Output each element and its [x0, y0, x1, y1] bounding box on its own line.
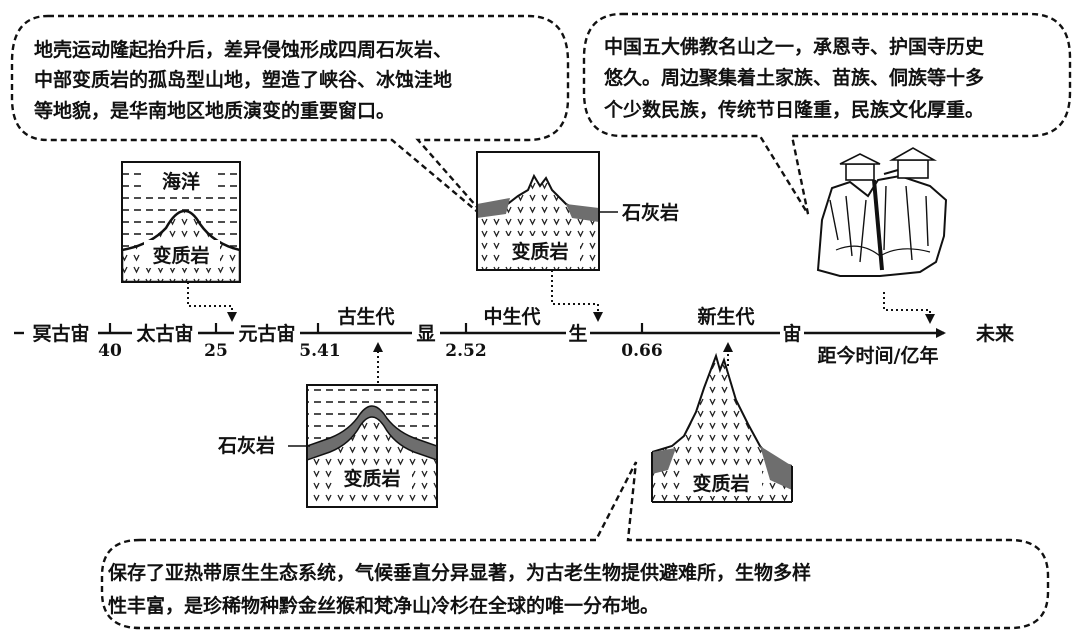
- callout-bottom-line-2: 性丰富，是珍稀物种黔金丝猴和梵净山冷杉在全球的唯一分布地。: [108, 594, 659, 617]
- arrow-temple-to-axis: [883, 292, 935, 324]
- connector-arrows: [187, 270, 935, 383]
- callout-top-right-line-3: 个少数民族，传统节日隆重，民族文化厚重。: [603, 98, 984, 121]
- arrow-panel-2-to-axis: [551, 270, 603, 322]
- future-label: 未来: [975, 322, 1014, 345]
- eon-phanerozoic-char-2: 生: [568, 322, 587, 345]
- callout-top-left-line-2: 中部变质岩的孤岛型山地，塑造了峡谷、冰蚀洼地: [34, 68, 452, 91]
- tick-25: 25: [204, 341, 228, 361]
- panel-2-metamorphic-label: 变质岩: [511, 240, 568, 263]
- axis-label: 距今时间/亿年: [818, 344, 939, 367]
- panel-limestone-uplift: 变质岩 石灰岩: [476, 151, 679, 271]
- callout-top-right-line-2: 悠久。周边聚集着土家族、苗族、侗族等十多: [603, 66, 984, 89]
- eon-hadean: 冥古宙: [32, 322, 89, 345]
- panel-2-limestone-label: 石灰岩: [621, 201, 679, 224]
- eon-phanerozoic-char-3: 宙: [782, 322, 801, 345]
- era-mesozoic: 中生代: [483, 305, 540, 328]
- panel-4-metamorphic-label: 变质岩: [692, 472, 749, 495]
- panel-1-metamorphic-label: 变质岩: [152, 244, 209, 267]
- panel-paleozoic: 石灰岩 变质岩: [217, 384, 438, 508]
- era-paleozoic: 古生代: [337, 305, 394, 328]
- eon-archean: 太古宙: [136, 322, 193, 345]
- callout-top-left: 地壳运动隆起抬升后，差异侵蚀形成四周石灰岩、 中部变质岩的孤岛型山地，塑造了峡谷…: [10, 14, 570, 225]
- callout-bottom-line-1: 保存了亚热带原生生态系统，气候垂直分异显著，为古老生物提供避难所，生物多样: [107, 561, 811, 584]
- tick-5-41: 5.41: [299, 341, 340, 361]
- panel-3-limestone-label: 石灰岩: [217, 434, 275, 457]
- tick-40: 40: [98, 341, 122, 361]
- timeline-axis: 冥古宙 太古宙 元古宙 显 生 宙 古生代 中生代 新生代 40 25 5.41…: [14, 305, 1014, 367]
- panel-ocean-metamorphic: 海洋 变质岩: [121, 161, 241, 283]
- era-cenozoic: 新生代: [697, 305, 754, 328]
- callout-top-left-line-1: 地壳运动隆起抬升后，差异侵蚀形成四周石灰岩、: [34, 38, 452, 61]
- temple-mountain-illustration: [816, 147, 948, 277]
- eon-phanerozoic-char-1: 显: [416, 323, 435, 345]
- callout-top-left-bubble: [10, 14, 570, 225]
- panel-ocean-label: 海洋: [162, 170, 200, 193]
- tick-2-52: 2.52: [445, 341, 486, 361]
- panel-3-metamorphic-label: 变质岩: [343, 467, 400, 490]
- callout-top-right-bubble: [582, 12, 1072, 215]
- callout-top-right-line-1: 中国五大佛教名山之一，承恩寺、护国寺历史: [604, 35, 985, 58]
- callout-bottom: 保存了亚热带原生生态系统，气候垂直分异显著，为古老生物提供避难所，生物多样 性丰…: [100, 461, 1050, 630]
- callout-top-right: 中国五大佛教名山之一，承恩寺、护国寺历史 悠久。周边聚集着土家族、苗族、侗族等十…: [582, 12, 1072, 215]
- eon-proterozoic: 元古宙: [238, 322, 295, 345]
- arrow-panel-1-to-axis: [187, 282, 237, 322]
- panel-cenozoic-peak: 变质岩: [651, 352, 793, 503]
- tick-0-66: 0.66: [621, 341, 662, 361]
- callout-top-left-line-3: 等地貌，是华南地区地质演变的重要窗口。: [33, 99, 395, 122]
